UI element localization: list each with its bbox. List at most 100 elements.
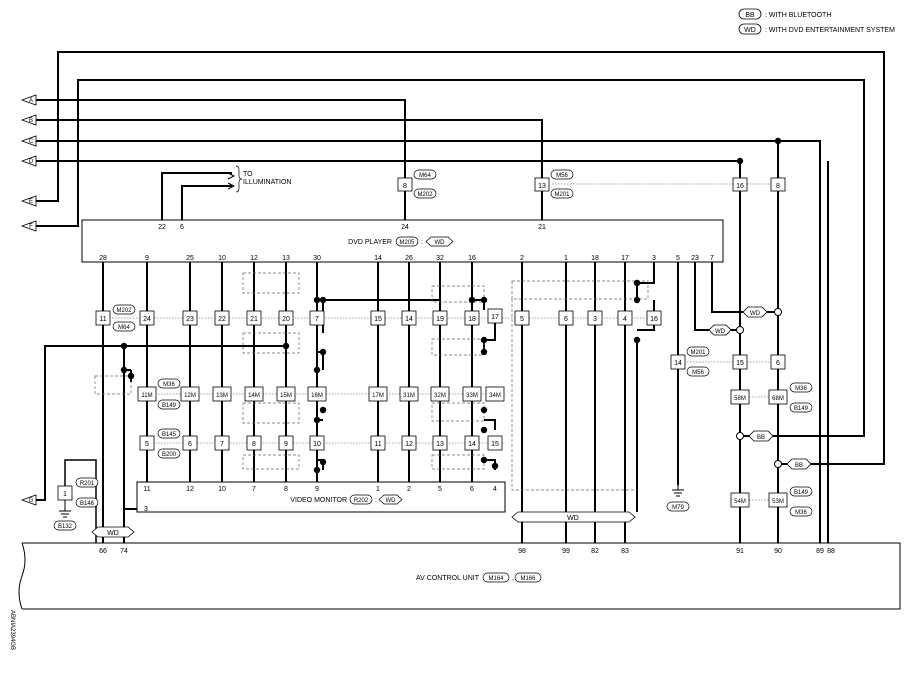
row1-box: 22 [214,310,230,326]
svg-text:4: 4 [623,316,627,323]
row2-box: 13M [212,386,232,402]
vm-pin: 10 [218,486,226,493]
row1-box: 23 [182,310,198,326]
joint-13-num: 13 [538,183,546,190]
video-monitor-tag: WD [386,498,397,504]
row3-box: 12 [401,435,417,451]
dvd-bottom-pin: 5 [676,255,680,262]
vm-pin: 9 [315,486,319,493]
svg-text:16M: 16M [311,393,323,399]
joint-8-conn2: M202 [417,192,433,198]
right-joint-conn2: M56 [692,370,704,376]
left-arrow-connectors [20,94,37,506]
av-pin: 66 [99,548,107,555]
svg-text:10: 10 [313,441,321,448]
row3-box: 13 [432,435,448,451]
row2-box: 16M [307,386,327,402]
right-box-68m: 68M [772,396,784,402]
row1-box: 18 [464,310,480,326]
joint-8-num: 8 [403,183,407,190]
dvd-player: DVD PLAYER M205 : WD 22 6 24 21 28 9 25 … [81,219,724,263]
dvd-bottom-pin: 23 [691,255,699,262]
svg-text:8: 8 [252,441,256,448]
vm-pin: 1 [376,486,380,493]
wd-bus-left-label: WD [107,530,119,537]
dvd-player-name: DVD PLAYER [348,239,392,246]
junction-dots [120,137,782,474]
vm-pin: 12 [186,486,194,493]
top-joint-13: 13 M56 M201 [534,169,574,199]
dvd-bottom-pin: 17 [621,255,629,262]
vm-pin: 11 [143,486,150,493]
vm-pin: 8 [284,486,288,493]
dvd-bottom-pin: 16 [468,255,476,262]
row1-box: 24 [139,310,155,326]
av-control-conn2: M166 [520,576,536,582]
row3-conn1: B145 [162,432,177,438]
av-pin: 74 [120,548,128,555]
illumination-line2: ILLUMINATION [243,179,292,186]
svg-text:14: 14 [405,316,413,323]
row2-box: 33M [462,386,482,402]
row1-box: 20 [278,310,294,326]
bb-tag: BB [795,463,803,469]
right-mid: 14 M201 M56 15 6 58M 68M M36 B149 [670,346,813,413]
arrow-label-e: E [29,199,33,205]
svg-text:7: 7 [315,316,319,323]
row1-box: 15 [370,310,386,326]
svg-text:32M: 32M [434,393,446,399]
right-box-6: 6 [776,360,780,367]
row2-box: 32M [430,386,450,402]
illumination-line1: TO [243,171,253,178]
svg-text:17M: 17M [372,393,384,399]
wd-bus-right: WD [511,511,636,523]
row1-box: 21 [246,310,262,326]
row1-box: 14 [401,310,417,326]
right-box-15: 15 [736,360,744,367]
svg-text:13M: 13M [216,393,228,399]
svg-text:6: 6 [188,441,192,448]
svg-text:16: 16 [650,316,658,323]
vm-side-pin: 3 [144,506,148,513]
right-box-53m: 53M [772,499,784,505]
svg-text:23: 23 [186,316,194,323]
svg-text::: : [421,239,423,246]
svg-text:31M: 31M [403,393,415,399]
vm-pin: 5 [438,486,442,493]
av-pin: 98 [518,548,526,555]
row3-box: 6 [182,435,198,451]
row1-box: 6 [558,310,574,326]
row2-box: 17M [368,386,388,402]
svg-text:12: 12 [405,441,413,448]
joint-13-conn1: M56 [556,173,568,179]
legend-bb-text: : WITH BLUETOOTH [765,12,831,19]
row3-conn2: B200 [162,452,177,458]
dvd-bottom-pin: 32 [436,255,444,262]
dvd-bottom-pin: 2 [520,255,524,262]
legend-wd-tag: WD [744,27,756,34]
row1-box: 19 [432,310,448,326]
dvd-player-tag: WD [435,240,446,246]
av-pin: 91 [736,548,744,555]
left-ground-box: 1 [63,491,67,498]
av-pin: 88 [827,548,835,555]
shield-lines [94,272,649,491]
dvd-bottom-pin: 28 [99,255,107,262]
joint-8-conn1: M64 [419,173,431,179]
thick-wires [36,51,885,543]
row2-conn2: B149 [162,403,177,409]
mid-ground: M79 [666,485,690,512]
dvd-bottom-pin: 14 [374,255,382,262]
svg-text:3: 3 [593,316,597,323]
left-ground-conn2: B146 [80,501,95,507]
dvd-top-pin: 22 [158,224,166,231]
arrow-label-g: G [29,498,34,504]
right-bottom: 54M 53M B149 M36 [730,486,813,517]
bb-tag: BB [757,435,765,441]
row1-box: 4 [617,310,633,326]
row1-box: 11 [95,310,111,326]
svg-text:34M: 34M [489,393,501,399]
svg-text:9: 9 [284,441,288,448]
